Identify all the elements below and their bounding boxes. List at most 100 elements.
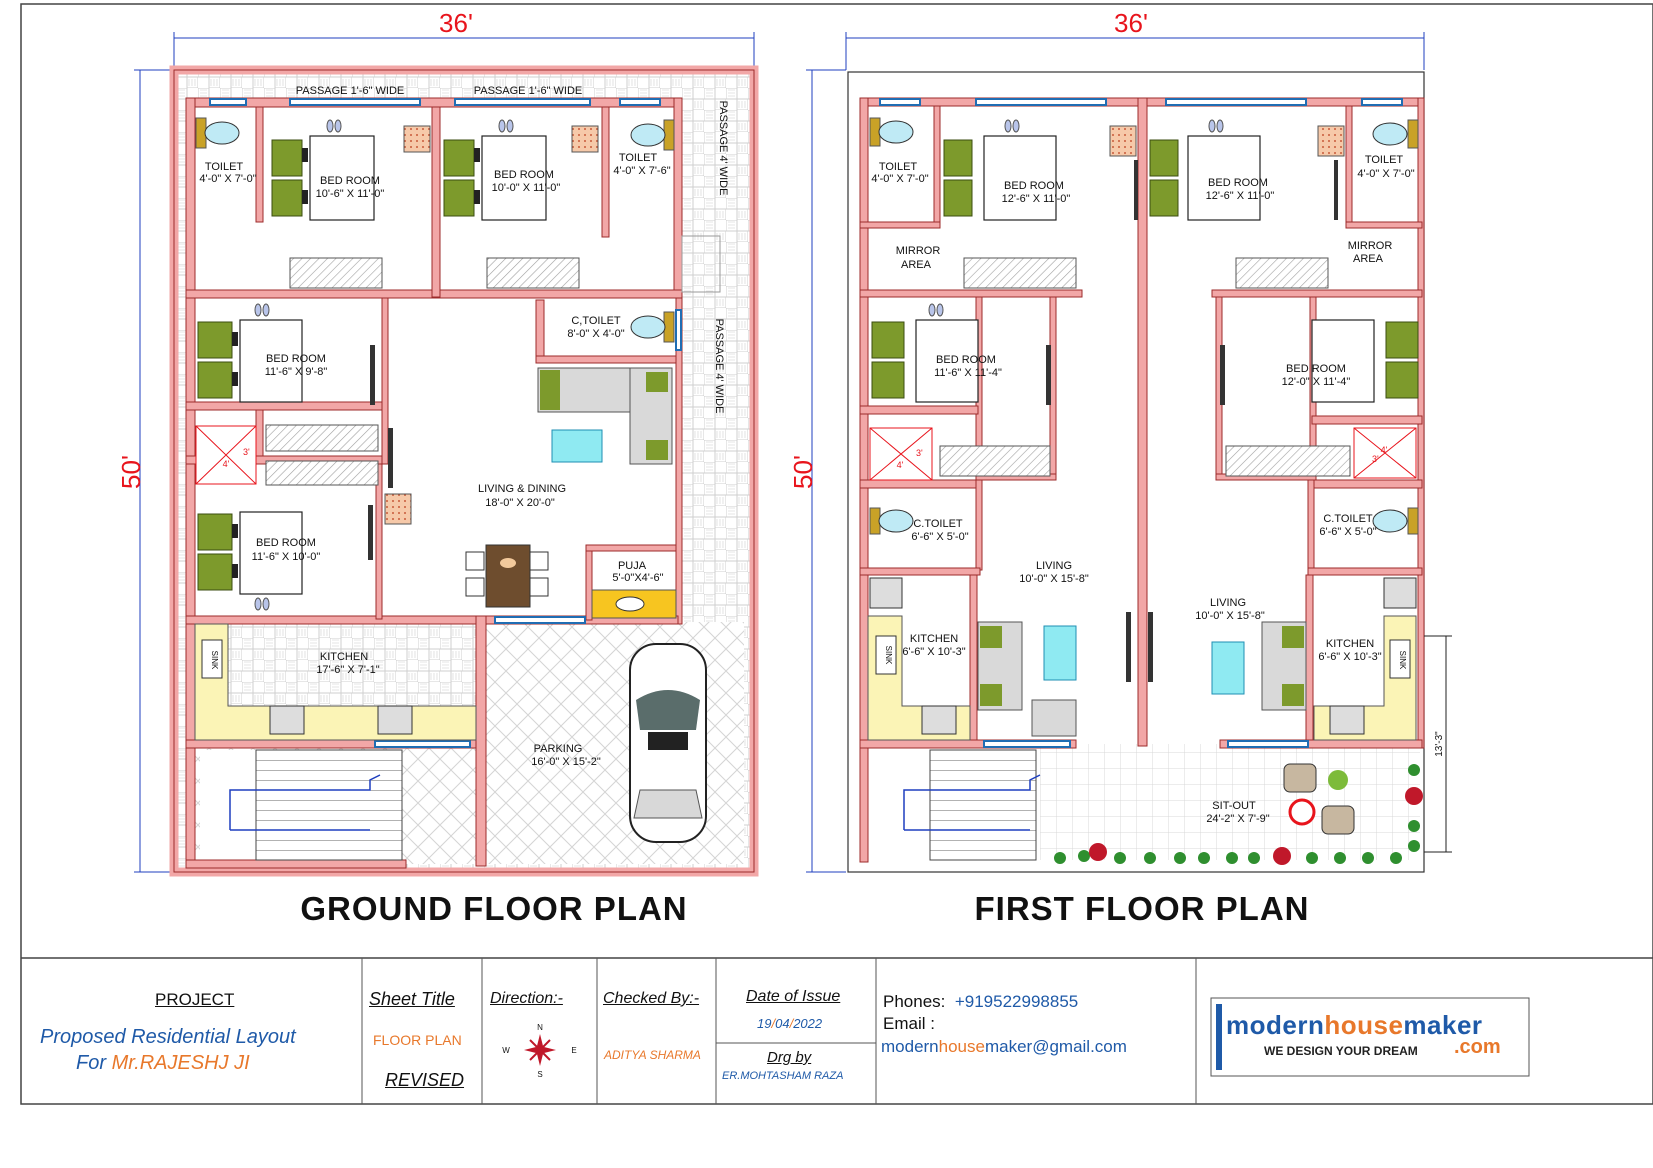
first-kitchen-right-dim: 6'-6" X 10'-3" xyxy=(1318,651,1381,663)
ground-puja-dim: 5'-0"X4'-6" xyxy=(612,572,663,584)
date-sep-1: / xyxy=(771,1016,776,1031)
first-sitout-plants xyxy=(1054,764,1423,865)
first-common-toilet-right-label: C.TOILET xyxy=(1323,513,1373,525)
ground-passage-top-right-label: PASSAGE 1'-6" WIDE xyxy=(474,85,583,97)
ground-kitchen-label: KITCHEN xyxy=(320,651,368,663)
drg-by-value: ER.MOHTASHAM RAZA xyxy=(722,1070,844,1082)
first-kitchen-left-label: KITCHEN xyxy=(910,633,958,645)
phones-value[interactable]: +919522998855 xyxy=(954,992,1079,1011)
first-duct-right-height: 3' xyxy=(1372,454,1379,464)
first-kitchen-left-sink-label: SINK xyxy=(884,646,893,665)
first-width-dimension: 36' xyxy=(1114,8,1148,38)
first-bedroom-4-label: BED ROOM xyxy=(1286,363,1346,375)
ground-bedroom-2-dim: 10'-0" X 11'-0" xyxy=(492,182,561,194)
logo-tagline: WE DESIGN YOUR DREAM xyxy=(1264,1044,1418,1058)
first-toilet-right-dim: 4'-0" X 7'-0" xyxy=(1357,168,1414,180)
date-of-issue-label: Date of Issue xyxy=(746,988,841,1005)
logo-part-a: modern xyxy=(1226,1010,1325,1040)
date-sep-2: / xyxy=(789,1016,794,1031)
email-value[interactable]: modernhousemaker@gmail.com xyxy=(881,1037,1127,1057)
logo-dotcom: .com xyxy=(1454,1036,1501,1058)
compass-north-label: N xyxy=(537,1023,543,1032)
project-label: PROJECT xyxy=(155,990,235,1009)
ground-common-toilet-dim: 8'-0" X 4'-0" xyxy=(567,328,624,340)
ground-kitchen-dim: 17'-6" X 7'-1" xyxy=(316,664,379,676)
sheet-title-value: FLOOR PLAN xyxy=(373,1032,462,1048)
ground-bedroom-4-dim: 11'-6" X 10'-0" xyxy=(252,551,321,563)
sheet-border xyxy=(20,3,1653,1105)
ground-passage-top-left-label: PASSAGE 1'-6" WIDE xyxy=(296,85,405,97)
first-toilet-right-label: TOILET xyxy=(1365,154,1404,166)
revised-label: REVISED xyxy=(385,1070,465,1090)
first-bedroom-2-label: BED ROOM xyxy=(1208,177,1268,189)
ground-bedroom-3-label: BED ROOM xyxy=(266,353,326,365)
ground-toilet-left-dim: 4'-0" X 7'-0" xyxy=(199,173,256,185)
first-mirror-right-label: MIRROR xyxy=(1348,240,1393,252)
project-for: For xyxy=(76,1052,106,1074)
ground-puja-label: PUJA xyxy=(618,560,647,572)
compass-rose-icon: N S E W xyxy=(502,1023,576,1079)
ground-toilet-left-label: TOILET xyxy=(205,161,244,173)
date-of-issue-value: 19/04/2022 xyxy=(757,1016,822,1031)
ground-toilet-right-dim: 4'-0" X 7'-6" xyxy=(613,165,670,177)
ground-passage-right-mid-label: PASSAGE 4' WIDE xyxy=(713,319,725,414)
first-kitchen-left-dim: 6'-6" X 10'-3" xyxy=(902,646,965,658)
project-client: Mr.RAJESHJ JI xyxy=(111,1052,250,1074)
email-label: Email : xyxy=(883,1014,935,1033)
ground-kitchen-sink-label: SINK xyxy=(210,651,219,670)
logo-box xyxy=(1210,997,1530,1077)
ground-wc-fixtures xyxy=(195,117,675,343)
ground-bedroom-3-dim: 11'-6" X 9'-8" xyxy=(265,366,328,378)
ground-living-dining-label: LIVING & DINING xyxy=(478,483,566,495)
first-mirror-right-label-2: AREA xyxy=(1353,253,1384,265)
logo-wordmark: modernhousemaker xyxy=(1226,1010,1483,1041)
first-wc-fixtures xyxy=(869,117,1419,535)
first-bedroom-1-label: BED ROOM xyxy=(1004,180,1064,192)
first-beds xyxy=(871,119,1419,403)
first-duct-right-width: 4' xyxy=(1381,445,1388,455)
ground-sofa xyxy=(537,367,673,465)
project-name: Proposed Residential Layout xyxy=(40,1026,296,1048)
phones-line: Phones: +919522998855 xyxy=(883,992,1078,1012)
ground-parking-car xyxy=(629,643,707,843)
first-depth-dimension: 50' xyxy=(788,455,818,489)
phones-label: Phones: xyxy=(883,992,946,1011)
ground-beds xyxy=(197,119,547,611)
ground-bedroom-1-dim: 10'-6" X 11'-0" xyxy=(316,188,385,200)
first-sitout-label: SIT-OUT xyxy=(1212,800,1256,812)
direction-label: Direction:- xyxy=(490,990,563,1007)
first-floor-title: FIRST FLOOR PLAN xyxy=(975,890,1310,927)
ground-duct-height: 3' xyxy=(243,447,250,457)
compass-west-label: W xyxy=(502,1046,510,1055)
ground-bedroom-2-label: BED ROOM xyxy=(494,169,554,181)
date-year: 2022 xyxy=(793,1016,823,1031)
date-month: 04 xyxy=(775,1016,790,1031)
ground-dining xyxy=(465,544,549,608)
checked-by-value: ADITYA SHARMA xyxy=(604,1048,701,1062)
email-domain: @gmail.com xyxy=(1032,1037,1127,1056)
ground-parking-label: PARKING xyxy=(534,743,583,755)
ground-bedroom-1-label: BED ROOM xyxy=(320,175,380,187)
ground-passage-right-top-label: PASSAGE 4' WIDE xyxy=(717,101,729,196)
date-day: 19 xyxy=(757,1016,772,1031)
checked-by-label: Checked By:- xyxy=(603,990,700,1007)
first-duct-left-height: 3' xyxy=(916,448,923,458)
first-living-furniture xyxy=(977,621,1307,737)
first-toilet-left-dim: 4'-0" X 7'-0" xyxy=(871,173,928,185)
ground-living-dining-dim: 18'-0" X 20'-0" xyxy=(485,497,555,509)
logo-part-b: house xyxy=(1324,1010,1404,1040)
first-mirror-left-label: MIRROR xyxy=(896,245,941,257)
first-living-right-dim: 10'-0" X 15'-8" xyxy=(1195,610,1265,622)
drg-by-label: Drg by xyxy=(767,1049,812,1066)
email-user-a: modern xyxy=(881,1037,939,1056)
first-common-toilet-left-label: C.TOILET xyxy=(913,518,963,530)
ground-bedroom-4-label: BED ROOM xyxy=(256,537,316,549)
first-sitout-furniture xyxy=(1283,763,1355,835)
ground-floor-title: GROUND FLOOR PLAN xyxy=(300,890,687,927)
ground-duct-width: 4' xyxy=(223,459,230,469)
first-bedroom-3-dim: 11'-6" X 11'-4" xyxy=(934,367,1002,379)
ground-toilet-right-label: TOILET xyxy=(619,152,658,164)
email-user-c: maker xyxy=(984,1037,1033,1056)
compass-east-label: E xyxy=(571,1046,576,1055)
